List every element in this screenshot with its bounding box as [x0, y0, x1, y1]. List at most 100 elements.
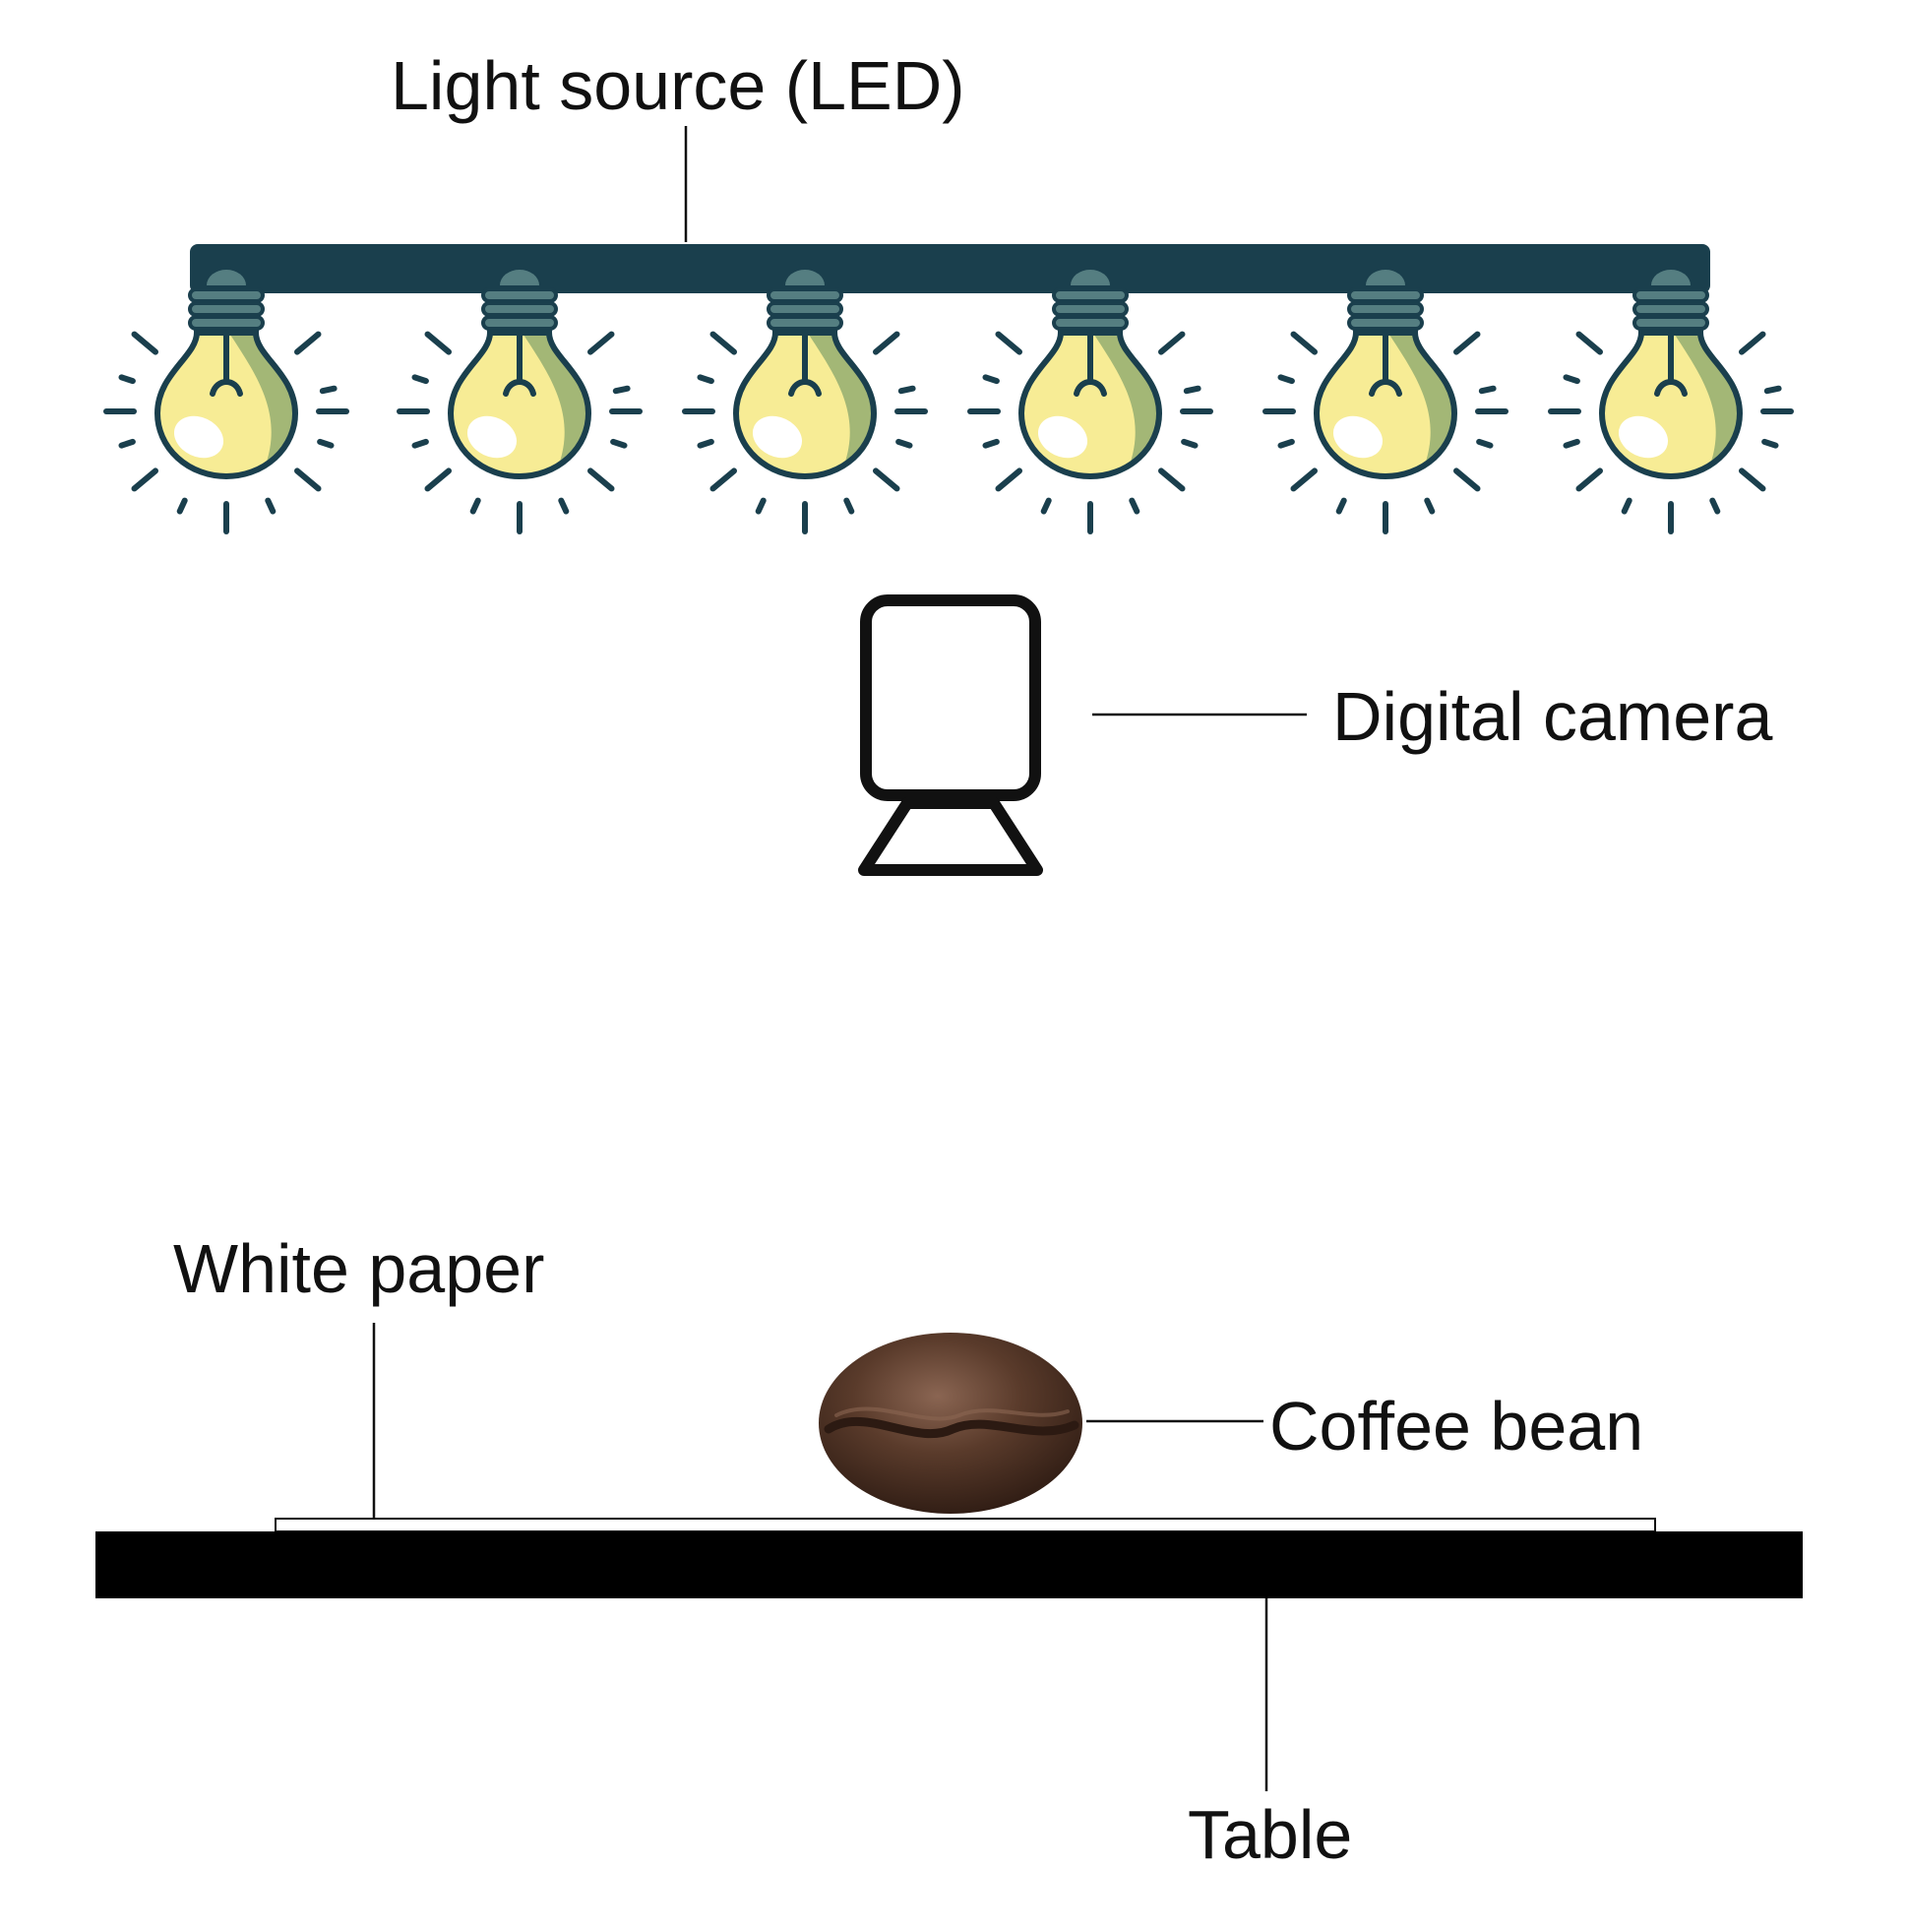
light-ray: [131, 467, 158, 492]
bulb-outline: [447, 330, 592, 479]
light-ray: [294, 467, 322, 492]
bulb-socket-band: [188, 315, 265, 331]
bulb-outline: [732, 330, 878, 479]
light-ray: [1181, 438, 1199, 449]
bulb-socket-band: [1347, 315, 1424, 331]
bulb-socket-band: [481, 315, 558, 331]
light-ray: [176, 497, 188, 515]
bulb-highlight: [752, 415, 803, 459]
bulb-outline: [154, 330, 299, 479]
light-ray: [1183, 385, 1201, 395]
bulb-socket-band: [767, 287, 843, 303]
light-bulb-icon: [397, 270, 643, 534]
light-ray: [424, 467, 452, 492]
bulb-shade: [1094, 335, 1159, 465]
camera-label: Digital camera: [1332, 678, 1772, 755]
bulb-socket-cap: [1366, 270, 1405, 285]
light-ray: [1563, 438, 1580, 449]
light-ray: [265, 497, 277, 515]
bulb-socket-band: [481, 301, 558, 317]
camera-stand-icon: [858, 797, 1043, 876]
light-ray: [1739, 331, 1766, 355]
light-bulb-icon: [967, 270, 1213, 534]
bulb-filament-coil: [503, 379, 536, 397]
light-bulb-icon: [1548, 270, 1794, 534]
light-ray: [1335, 497, 1347, 515]
light-ray: [1277, 374, 1295, 385]
light-ray: [1763, 385, 1782, 395]
bulb-highlight: [173, 415, 224, 459]
light-ray: [1575, 331, 1603, 355]
camera-icon: [860, 594, 1041, 801]
bulb-socket-band: [1052, 315, 1129, 331]
light-ray: [1453, 331, 1481, 355]
bulb-filament-coil: [1369, 379, 1402, 397]
light-ray: [469, 497, 481, 515]
light-ray: [1290, 467, 1318, 492]
bulb-shade: [523, 335, 588, 465]
light-ray: [843, 497, 855, 515]
bulb-socket-band: [1632, 287, 1709, 303]
light-ray: [411, 438, 429, 449]
light-ray: [873, 467, 900, 492]
led-bulb-row: [103, 270, 1794, 534]
light-ray: [558, 497, 570, 515]
light-ray: [1476, 438, 1494, 449]
light-ray: [709, 331, 737, 355]
light-ray: [612, 385, 631, 395]
light-bulb-icon: [1262, 270, 1508, 534]
bulb-filament-coil: [210, 379, 243, 397]
light-ray: [697, 438, 714, 449]
light-ray: [1575, 467, 1603, 492]
bulb-socket-cap: [1071, 270, 1110, 285]
bulb-socket-band: [1632, 301, 1709, 317]
light-ray: [1478, 385, 1497, 395]
bulb-socket-cap: [1651, 270, 1691, 285]
light-ray: [995, 467, 1022, 492]
light-ray: [1290, 331, 1318, 355]
light-ray: [873, 331, 900, 355]
bulb-socket-band: [1632, 315, 1709, 331]
bulb-outline: [1598, 330, 1744, 479]
bulb-highlight: [466, 415, 518, 459]
bulb-socket-band: [1052, 287, 1129, 303]
bulb-socket-cap: [207, 270, 246, 285]
light-ray: [1709, 497, 1721, 515]
light-ray: [1277, 438, 1295, 449]
light-bulb-icon: [682, 270, 928, 534]
bulb-socket-band: [188, 287, 265, 303]
coffee-bean-crease-highlight: [834, 1406, 1070, 1421]
bulb-outline: [1313, 330, 1458, 479]
bulb-socket-band: [767, 315, 843, 331]
light-ray: [697, 374, 714, 385]
light-ray: [1563, 374, 1580, 385]
light-ray: [1739, 467, 1766, 492]
light-ray: [587, 331, 615, 355]
coffee-bean: [819, 1333, 1082, 1514]
light-ray: [424, 331, 452, 355]
bulb-socket-cap: [785, 270, 825, 285]
bulb-socket-band: [1347, 287, 1424, 303]
light-ray: [1424, 497, 1436, 515]
bulb-socket-band: [1347, 301, 1424, 317]
light-ray: [709, 467, 737, 492]
light-bulb-icon: [103, 270, 349, 534]
white-paper-label: White paper: [173, 1230, 544, 1307]
light-ray: [319, 385, 338, 395]
bulb-shade: [1389, 335, 1454, 465]
bulb-socket-band: [1052, 301, 1129, 317]
light-ray: [995, 331, 1022, 355]
light-ray: [1158, 467, 1186, 492]
bulb-socket-band: [481, 287, 558, 303]
light-ray: [1761, 438, 1779, 449]
bulb-highlight: [1037, 415, 1088, 459]
bulb-filament-coil: [1654, 379, 1688, 397]
light-ray: [755, 497, 767, 515]
bulb-shade: [230, 335, 295, 465]
bulb-shade: [1675, 335, 1740, 465]
bulb-socket-band: [767, 301, 843, 317]
bulb-filament-coil: [788, 379, 822, 397]
bulb-highlight: [1618, 415, 1669, 459]
table-surface: [95, 1531, 1803, 1598]
